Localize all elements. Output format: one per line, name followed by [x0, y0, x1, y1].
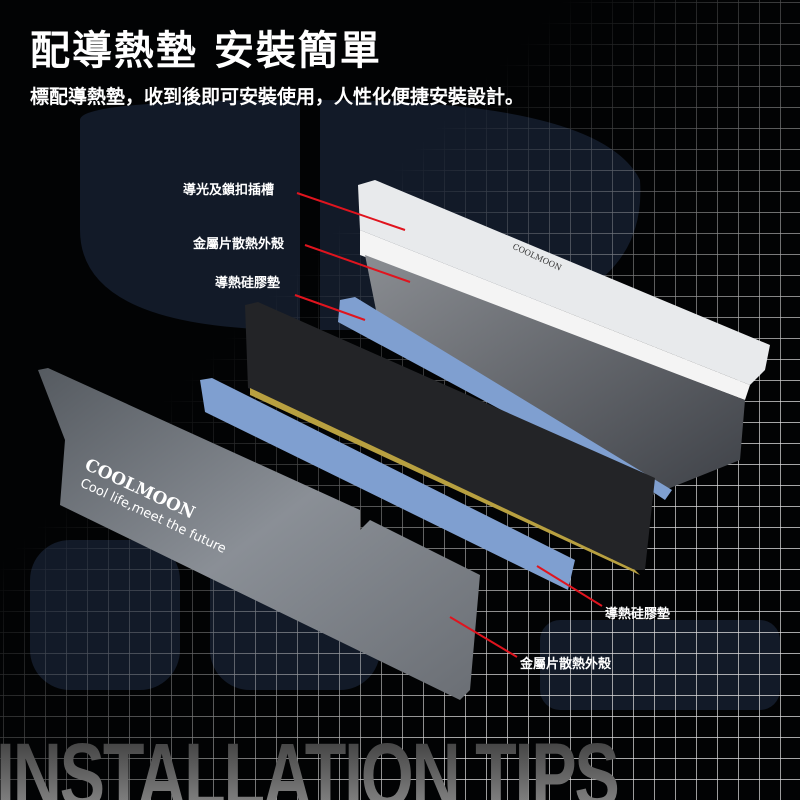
front-thermal-pad — [200, 378, 575, 590]
callout-light-guide-slot: 導光及鎖扣插槽 — [183, 183, 275, 198]
callout-thermal-pad-bottom: 導熱硅膠墊 — [605, 607, 671, 622]
footer-banner-text: INSTALLATION TIPS — [0, 724, 620, 800]
white-light-guide — [358, 180, 770, 385]
ram-module — [245, 302, 655, 570]
callout-metal-shell-top: 金屬片散熱外殼 — [193, 237, 285, 252]
callout-thermal-pad-top: 導熱硅膠墊 — [215, 276, 281, 291]
back-metal-shell — [365, 255, 745, 500]
front-metal-shell — [38, 368, 480, 700]
callout-metal-shell-bottom: 金屬片散熱外殼 — [520, 657, 612, 672]
callout-lines — [294, 192, 603, 658]
page-title: 配導熱墊 安裝簡單 — [30, 28, 382, 74]
page-subtitle: 標配導熱墊，收到後即可安裝使用，人性化便捷安裝設計。 — [30, 86, 525, 108]
